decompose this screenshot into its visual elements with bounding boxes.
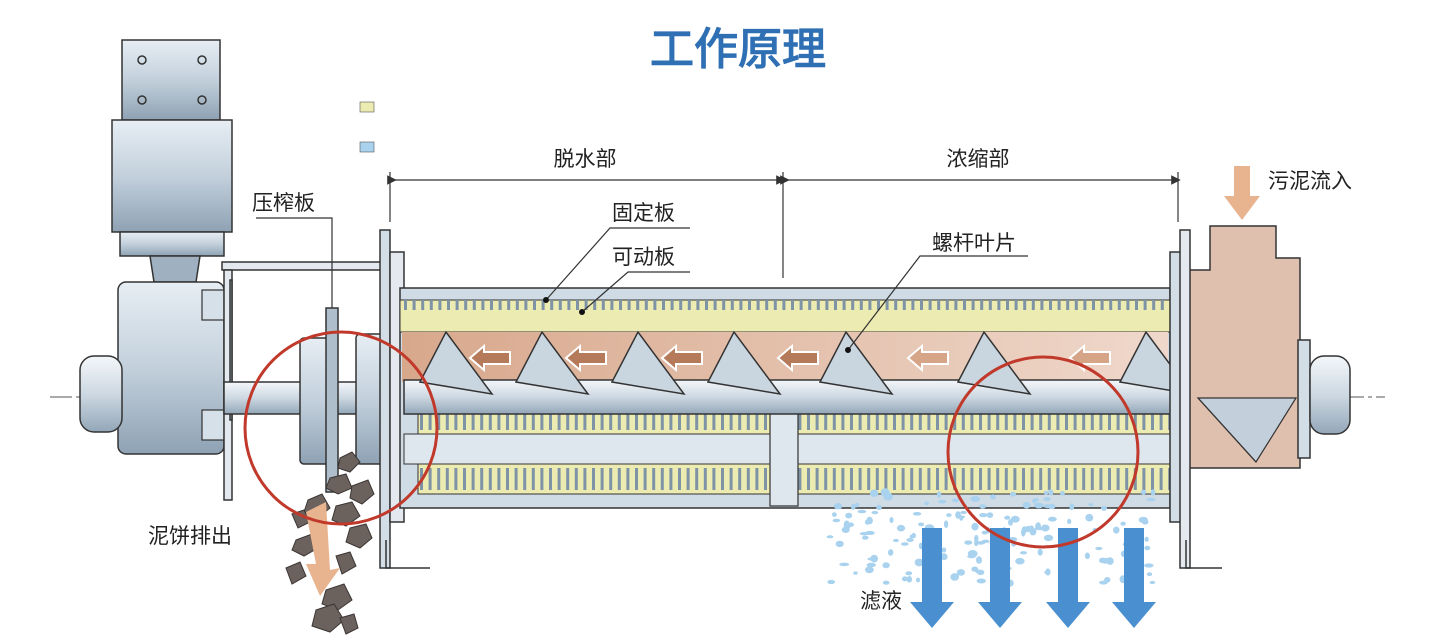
label-thickening-section: 浓缩部 — [947, 147, 1010, 171]
label-fixed-plate: 固定板 — [612, 201, 675, 225]
pressure-plate — [299, 307, 385, 493]
page-title: 工作原理 — [650, 24, 826, 75]
filtrate-droplets — [826, 488, 1156, 587]
sludge-flow-arrows — [468, 343, 1111, 373]
label-dewatering-section: 脱水部 — [554, 147, 617, 171]
highlight-ring-thickening — [946, 355, 1140, 549]
inlet-hopper — [1185, 225, 1301, 469]
right-end-flange — [1169, 229, 1351, 569]
cake-discharge-arrow — [306, 502, 340, 596]
leader-lines — [256, 217, 1028, 351]
label-moving-plate: 可动板 — [612, 245, 675, 269]
sludge-inflow-arrow — [1224, 166, 1260, 220]
label-pressure-plate: 压榨板 — [252, 191, 315, 215]
label-filtrate: 滤液 — [860, 589, 902, 613]
legend-swatches — [359, 101, 375, 153]
fixed-ring-teeth-mid — [420, 414, 1172, 430]
drive-motor — [79, 39, 233, 455]
filtrate-arrows — [910, 528, 1156, 628]
highlight-ring-discharge — [243, 330, 439, 526]
fixed-ring-teeth-top — [404, 300, 1164, 310]
label-screw-blade: 螺杆叶片 — [932, 231, 1016, 255]
screw-blades — [418, 330, 1194, 396]
section-dimension-lines — [387, 172, 1181, 278]
sludge-cake-pieces — [285, 451, 375, 635]
label-sludge-inflow: 污泥流入 — [1268, 169, 1352, 193]
label-cake-discharge: 泥饼排出 — [148, 524, 232, 548]
leader-dots — [543, 297, 851, 353]
